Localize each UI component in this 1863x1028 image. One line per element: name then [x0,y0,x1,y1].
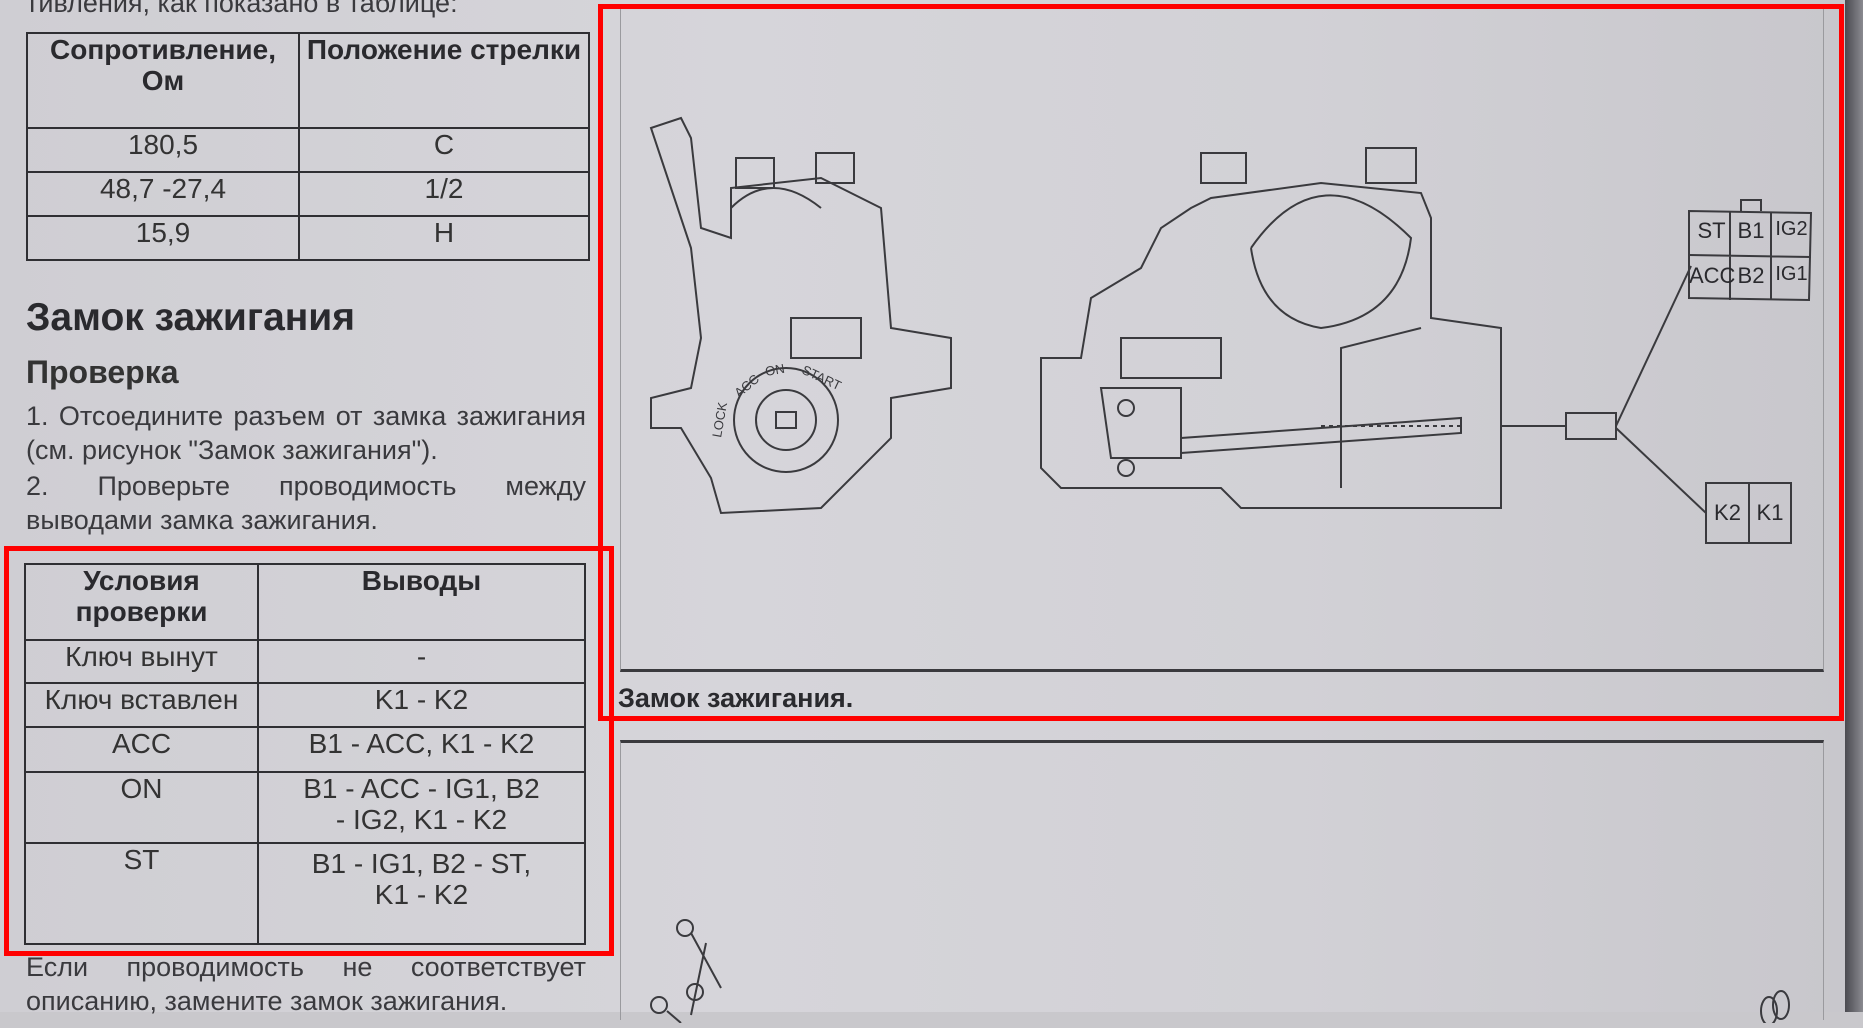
table-cell: 180,5 [26,127,300,173]
ignition-lock-drawing: ACC ON START LOCK [649,116,1813,544]
lock-position-label: ON [764,361,786,379]
intro-fragment: тивления, как показано в таблице: [26,0,458,18]
footer-text: Если проводимость не соответствует описа… [26,952,586,1016]
section-title: Замок зажигания [26,296,356,339]
figure-caption: Замок зажигания. [618,683,854,713]
resistance-table: Сопротивление, Ом Положение стрелки 180,… [26,32,590,261]
table-cell: 15,9 [26,215,300,261]
table-cell: ST [24,842,259,945]
pin-label: B1 [1737,218,1765,243]
header-resistance: Сопротивление, Ом [26,32,300,129]
pin-label: K2 [1714,500,1741,525]
highlight-box-figure [598,4,1844,721]
table-cell: Ключ вынут [24,639,259,684]
continuity-table: Условия проверки Выводы Ключ вынут- Ключ… [24,563,586,945]
lower-figure-drawing [650,919,1790,1026]
key-connector-outline [1705,482,1792,544]
table-cell: H [298,215,590,261]
header-terminals: Выводы [257,563,586,641]
table-cell: Ключ вставлен [24,682,259,728]
header-needle-position: Положение стрелки [298,32,590,129]
step-2: 2. Проверьте проводимость между выводами… [26,471,586,535]
table-cell: K1 - K2 [257,682,586,728]
pin-label: ST [1697,218,1726,243]
pin-label: ACC [1689,263,1736,288]
table-cell: B1 - IG1, B2 - ST, K1 - K2 [257,842,586,945]
pin-label: IG2 [1775,218,1808,240]
highlight-box-table [4,546,614,956]
lock-front-view [1040,147,1566,509]
pin-label: K1 [1756,500,1784,525]
table-cell: B1 - ACC - IG1, B2 - IG2, K1 - K2 [257,771,586,844]
pin-label: B2 [1737,263,1765,288]
table-cell: - [257,639,586,684]
table-cell: 1/2 [298,171,590,217]
connector-lines [1565,265,1707,514]
table-cell: C [298,127,590,173]
header-conditions: Условия проверки [24,563,259,641]
subsection-title: Проверка [26,354,179,390]
table-cell: B1 - ACC, K1 - K2 [257,726,586,773]
table-cell: ACC [24,726,259,773]
table-cell: 48,7 -27,4 [26,171,300,217]
figure-frame: ACC ON START LOCK [620,8,1824,672]
pin-label: IG1 [1775,263,1808,285]
lock-position-label: LOCK [709,401,730,439]
page-edge [1845,0,1863,1012]
step-1: 1. Отсоедините разъем от замка зажигания… [26,401,586,465]
table-cell: ON [24,771,259,844]
lower-figure-frame [620,740,1824,1026]
